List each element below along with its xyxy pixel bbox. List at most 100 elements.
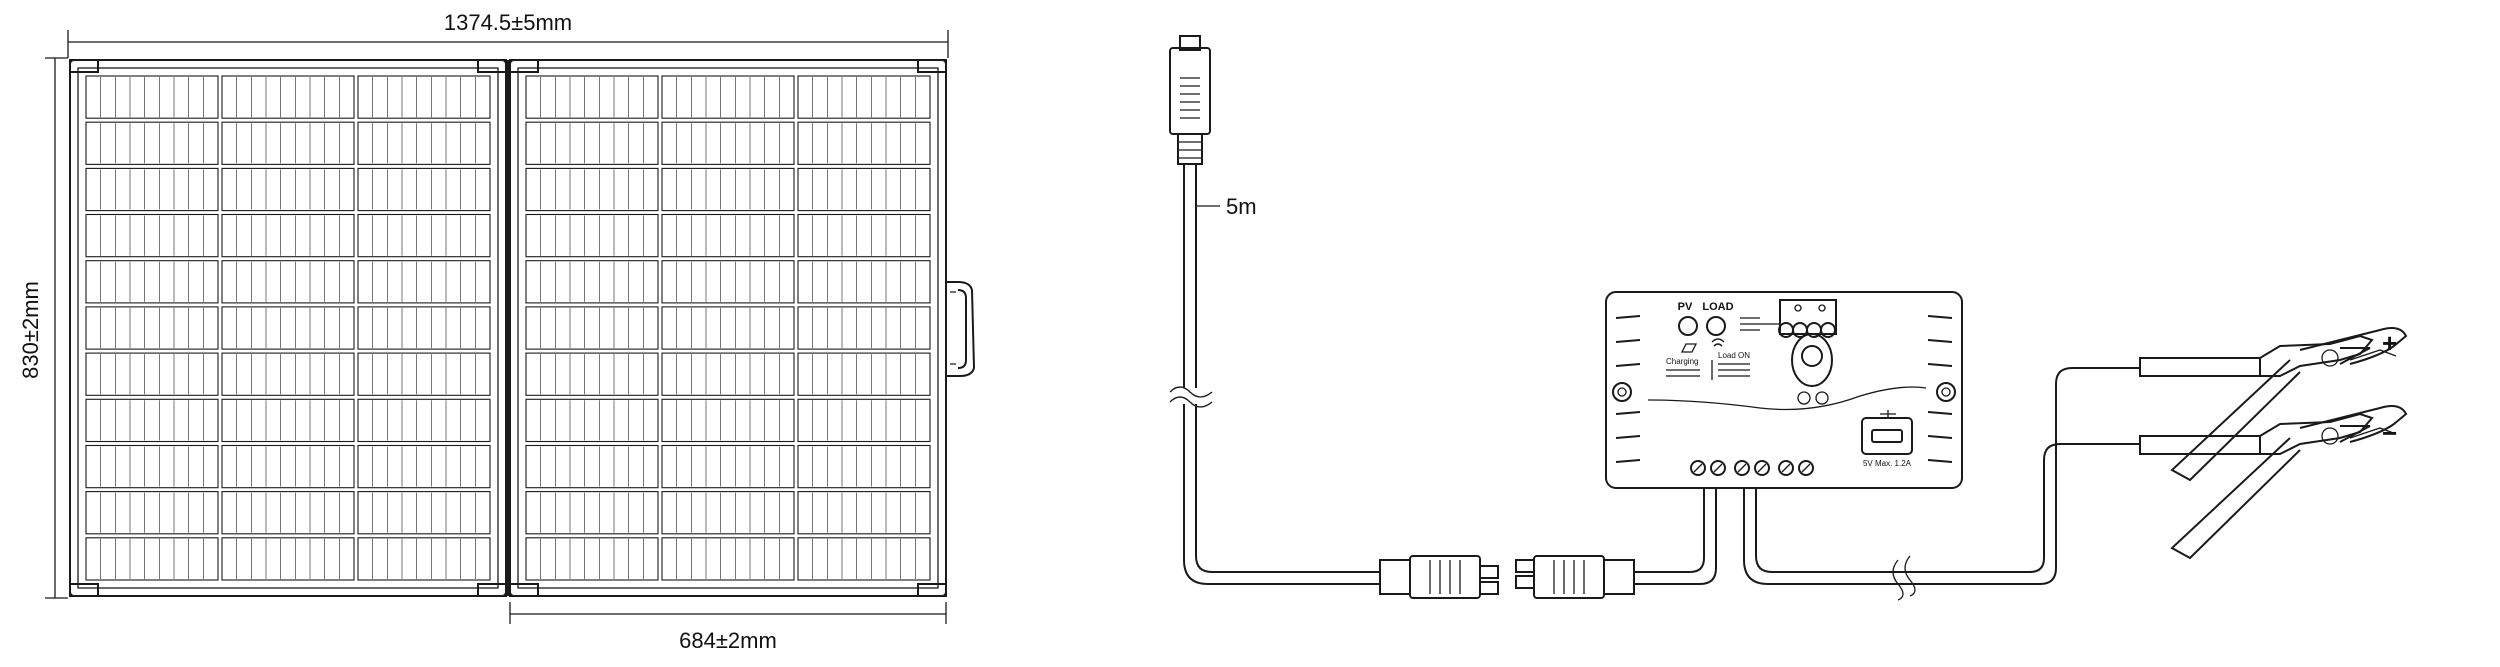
solar-cell bbox=[797, 491, 931, 535]
solar-cell bbox=[85, 398, 219, 443]
solar-cell bbox=[797, 213, 931, 258]
load-led-icon bbox=[1706, 316, 1726, 336]
solar-cell bbox=[525, 75, 659, 119]
left-panel-frame bbox=[69, 59, 507, 597]
solar-cell bbox=[525, 444, 659, 489]
negative-sign: − bbox=[2382, 418, 2397, 448]
solar-cell bbox=[221, 398, 355, 443]
solar-cell bbox=[85, 491, 219, 535]
cable-break-mark bbox=[1169, 386, 1213, 408]
solar-cell bbox=[357, 444, 491, 489]
load-on-legend: Load ON bbox=[1711, 338, 1750, 380]
solar-cell bbox=[661, 213, 795, 258]
solar-cell bbox=[85, 537, 219, 581]
solar-cell bbox=[525, 537, 659, 581]
solar-cell bbox=[357, 398, 491, 443]
solar-cell bbox=[357, 213, 491, 258]
solar-cell bbox=[357, 260, 491, 304]
solar-cell bbox=[661, 398, 795, 443]
solar-cell bbox=[221, 167, 355, 212]
solar-cell bbox=[797, 121, 931, 165]
solar-cell bbox=[221, 491, 355, 535]
solar-cell bbox=[525, 167, 659, 212]
mode-led-icon bbox=[1797, 391, 1811, 405]
solar-cell bbox=[525, 491, 659, 535]
right-panel-frame bbox=[509, 59, 947, 597]
usb-port-label: 5V Max. 1.2A bbox=[1863, 459, 1912, 468]
usb-port[interactable]: 5V Max. 1.2A bbox=[1861, 410, 1913, 468]
solar-cell bbox=[661, 260, 795, 304]
charging-label: Charging bbox=[1666, 357, 1698, 366]
solar-cell bbox=[85, 75, 219, 119]
terminal-slot bbox=[1737, 463, 1747, 473]
half-width-dimension-label: 684±2mm bbox=[679, 628, 777, 653]
pv-indicator-label: PV bbox=[1678, 301, 1693, 313]
solar-cell bbox=[221, 537, 355, 581]
mode-button[interactable] bbox=[1791, 333, 1833, 405]
solar-cell bbox=[85, 306, 219, 350]
left-vents bbox=[1615, 315, 1641, 463]
solar-cell bbox=[85, 167, 219, 212]
solar-cell bbox=[525, 213, 659, 258]
solar-cell bbox=[85, 260, 219, 304]
solar-cell bbox=[85, 444, 219, 489]
terminal-slot bbox=[1713, 463, 1723, 473]
height-dimension-label: 830±2mm bbox=[18, 281, 43, 379]
solar-cell bbox=[525, 352, 659, 396]
left-cell-grid bbox=[85, 75, 491, 581]
load-on-label: Load ON bbox=[1718, 351, 1750, 360]
solar-cell bbox=[221, 306, 355, 350]
height-dimension-line bbox=[45, 57, 68, 599]
solar-cell bbox=[797, 75, 931, 119]
solar-cell bbox=[357, 306, 491, 350]
solar-cell bbox=[357, 537, 491, 581]
solar-cell bbox=[661, 537, 795, 581]
positive-clamp[interactable] bbox=[2139, 327, 2408, 482]
solar-cell bbox=[797, 444, 931, 489]
inline-sae-connector bbox=[1379, 555, 1635, 599]
solar-cell bbox=[661, 121, 795, 165]
setting-buttons[interactable] bbox=[1778, 299, 1837, 338]
terminal-screw-icon bbox=[1690, 460, 1706, 476]
charging-legend: Charging bbox=[1666, 343, 1700, 377]
solar-cell bbox=[661, 306, 795, 350]
load-indicator-label: LOAD bbox=[1702, 301, 1733, 313]
solar-cell bbox=[525, 121, 659, 165]
mode-indicator-icon bbox=[1815, 391, 1829, 405]
setting-button-4[interactable] bbox=[1820, 322, 1836, 338]
solar-cell bbox=[221, 444, 355, 489]
battery-clamps: + − bbox=[2139, 327, 2408, 560]
solar-cell bbox=[797, 167, 931, 212]
width-dimension-line bbox=[67, 30, 949, 58]
terminal-screw-icon bbox=[1798, 460, 1814, 476]
solar-cell bbox=[221, 75, 355, 119]
sae-plug-top bbox=[1169, 35, 1211, 165]
positive-sign: + bbox=[2382, 328, 2397, 358]
width-dimension-label: 1374.5±5mm bbox=[444, 10, 572, 35]
solar-cell bbox=[357, 167, 491, 212]
pv-led-icon bbox=[1678, 316, 1698, 336]
solar-cell bbox=[661, 491, 795, 535]
solar-cell bbox=[661, 444, 795, 489]
mounting-screw-icon bbox=[1612, 382, 1956, 402]
solar-cell bbox=[85, 121, 219, 165]
solar-cell bbox=[797, 260, 931, 304]
terminal-screw-icon bbox=[1754, 460, 1770, 476]
carry-handle bbox=[946, 281, 976, 377]
charge-controller: PV LOAD Charging Load ON bbox=[1605, 291, 1963, 489]
solar-cell bbox=[525, 260, 659, 304]
terminal-slot bbox=[1757, 463, 1767, 473]
solar-cell bbox=[661, 352, 795, 396]
solar-cell bbox=[797, 352, 931, 396]
folding-solar-panel: 1374.5±5mm 830±2mm bbox=[18, 10, 976, 653]
solar-cell bbox=[797, 537, 931, 581]
negative-clamp[interactable] bbox=[2139, 405, 2408, 560]
solar-cell bbox=[221, 260, 355, 304]
terminal-slot bbox=[1781, 463, 1791, 473]
solar-cell bbox=[357, 121, 491, 165]
solar-cell bbox=[525, 306, 659, 350]
right-cell-grid bbox=[525, 75, 931, 581]
solar-cell bbox=[357, 491, 491, 535]
solar-cell bbox=[221, 121, 355, 165]
